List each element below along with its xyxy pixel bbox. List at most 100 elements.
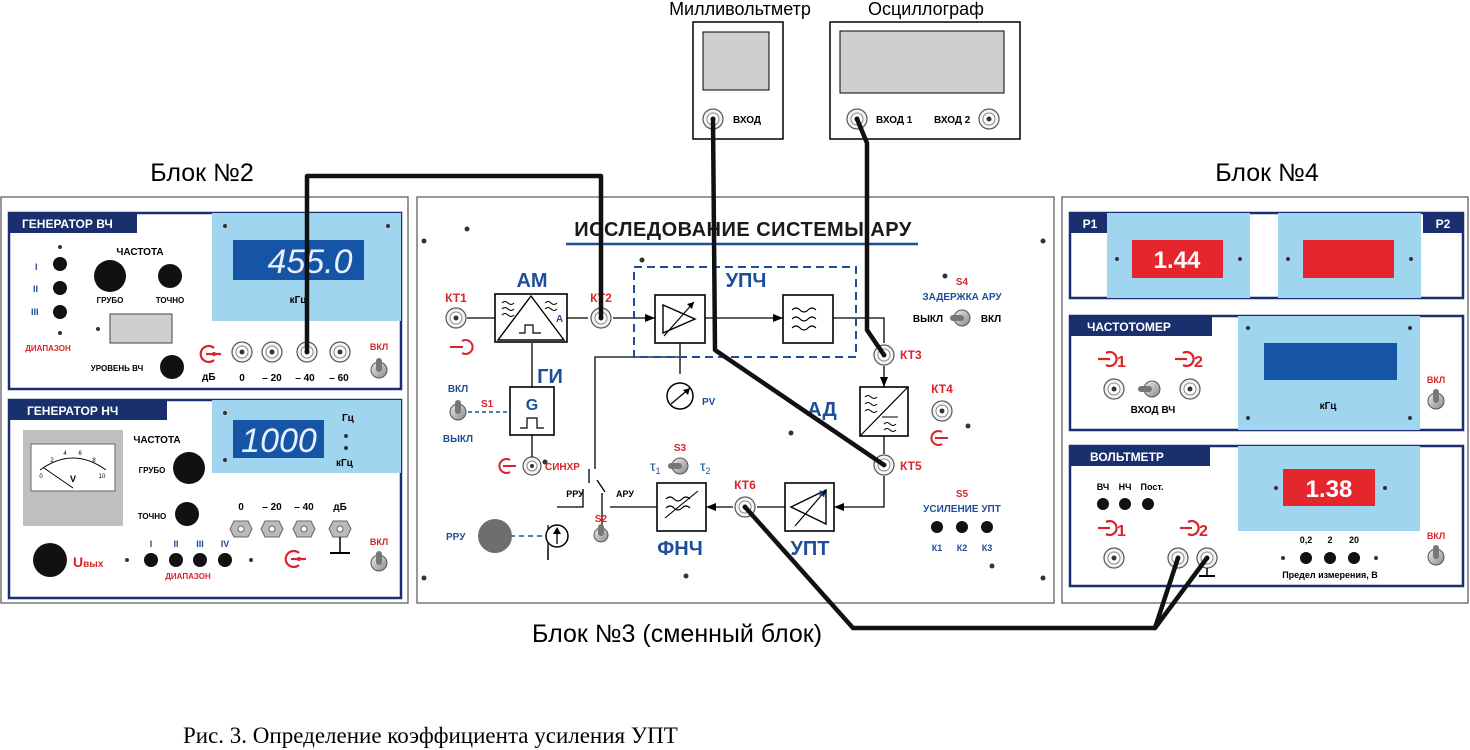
hf-range-button-2[interactable] <box>53 281 67 295</box>
hf-range-button-3[interactable] <box>53 305 67 319</box>
oscilloscope-screen <box>839 30 1005 94</box>
freq-power-toggle[interactable] <box>1427 389 1445 410</box>
p2-label: P2 <box>1436 217 1451 231</box>
hf-fine-knob[interactable] <box>158 264 182 288</box>
kt1-input-icon <box>450 339 474 355</box>
volt-limit-20-button[interactable] <box>1348 552 1360 564</box>
lf-attenuator-40-jack[interactable] <box>292 520 316 538</box>
gi-g-label: G <box>526 397 538 414</box>
volt-limit-20-label: 20 <box>1349 535 1359 545</box>
kt4-jack[interactable] <box>931 400 953 422</box>
oscilloscope-input2-jack[interactable] <box>978 108 1000 130</box>
lf-atten-label-40: – 40 <box>294 502 314 513</box>
millivoltmeter-input-label: ВХОД <box>733 115 761 126</box>
kt5-label: КТ5 <box>900 459 922 473</box>
hf-power-label: ВКЛ <box>370 342 388 352</box>
s5-k2-label: К2 <box>957 543 968 553</box>
hf-atten-label-40: – 40 <box>295 373 315 384</box>
fnch-label: ФНЧ <box>657 538 703 560</box>
lf-output-knob[interactable] <box>33 543 67 577</box>
millivoltmeter-screen <box>702 31 770 91</box>
lf-header <box>9 400 167 420</box>
lf-range-button-1[interactable] <box>144 553 158 567</box>
hf-range-button-1[interactable] <box>53 257 67 271</box>
hf-level-knob[interactable] <box>160 355 184 379</box>
meter-scale-2: 2 <box>50 458 54 464</box>
upch-label: УПЧ <box>726 270 767 292</box>
lf-power-label: ВКЛ <box>370 537 388 547</box>
volt-mode-lf-button[interactable] <box>1119 498 1131 510</box>
lf-fine-knob[interactable] <box>175 502 199 526</box>
lf-attenuator-0-jack[interactable] <box>229 520 253 538</box>
cable-mv-to-kt5 <box>710 116 887 468</box>
volt-mode-hf-button[interactable] <box>1097 498 1109 510</box>
lf-power-toggle[interactable] <box>370 551 388 572</box>
lf-attenuator-db-jack[interactable] <box>328 520 352 538</box>
s5-k1-button[interactable] <box>931 521 943 533</box>
lf-range-button-3[interactable] <box>193 553 207 567</box>
volt-mode-dc-button[interactable] <box>1142 498 1154 510</box>
s5-k2-button[interactable] <box>956 521 968 533</box>
lf-range-button-2[interactable] <box>169 553 183 567</box>
hf-coarse-knob[interactable] <box>94 260 126 292</box>
upt-block: К УПТ <box>784 482 835 560</box>
lf-coarse-knob[interactable] <box>173 452 205 484</box>
s1-off-label: ВЫКЛ <box>443 434 473 445</box>
rru-knob[interactable] <box>478 519 512 553</box>
block3-title: Блок №3 (сменный блок) <box>532 620 822 648</box>
volt-mode-dc-label: Пост. <box>1141 482 1164 492</box>
freq-input2-jack[interactable] <box>1179 378 1201 400</box>
hf-atten-label-0: 0 <box>239 373 245 384</box>
volt-lcd-value: 1.38 <box>1306 476 1353 503</box>
cable-osc-to-kt3 <box>854 116 887 358</box>
hf-attenuator-20-jack[interactable] <box>261 341 283 363</box>
hf-header-label: ГЕНЕРАТОР ВЧ <box>22 217 113 231</box>
lf-coarse-label: ГРУБО <box>139 466 166 475</box>
s3-toggle[interactable] <box>668 457 689 475</box>
hf-fine-label: ТОЧНО <box>156 296 185 305</box>
figure-caption: Рис. 3. Определение коэффициента усилени… <box>183 723 678 748</box>
hf-power-toggle[interactable] <box>370 358 388 379</box>
rru-source-icon <box>545 524 569 560</box>
sync-jack[interactable] <box>522 456 542 476</box>
freq-input1-jack[interactable] <box>1103 378 1125 400</box>
p1-lcd-value: 1.44 <box>1154 247 1201 274</box>
kt1-jack[interactable] <box>445 307 467 329</box>
freq-input-toggle[interactable] <box>1138 380 1161 398</box>
gi-label: ГИ <box>537 366 563 388</box>
lf-range-button-4[interactable] <box>218 553 232 567</box>
hf-attenuator-60-jack[interactable] <box>329 341 351 363</box>
p-meters: P1 P2 1.44 <box>1068 211 1465 300</box>
meter-scale-6: 6 <box>78 451 82 457</box>
block2: ГЕНЕРАТОР ВЧ 455.0 кГц I II III ДИАПАЗОН… <box>0 196 409 604</box>
s2-rru-label: РРУ <box>566 489 584 499</box>
volt-limit-2-button[interactable] <box>1324 552 1336 564</box>
hf-unit: кГц <box>290 295 308 306</box>
s4-on-label: ВКЛ <box>981 314 1001 325</box>
volt-power-toggle[interactable] <box>1427 545 1445 566</box>
s2-toggle[interactable] <box>593 524 609 543</box>
lf-fine-label: ТОЧНО <box>138 512 167 521</box>
volt-input1-jack[interactable] <box>1103 547 1125 569</box>
millivoltmeter-title: Милливольтметр <box>669 0 811 19</box>
frequency-counter: ЧАСТОТОМЕР кГц 1 2 ВХОД ВЧ <box>1068 314 1465 432</box>
freq-power-label: ВКЛ <box>1427 375 1445 385</box>
oscilloscope-title: Осциллограф <box>868 0 984 19</box>
s5-desc: УСИЛЕНИЕ УПТ <box>923 504 1001 515</box>
lf-generator: ГЕНЕРАТОР НЧ 1000 Гц кГц 0 2 4 6 8 10 V <box>7 398 403 600</box>
sync-output-icon <box>498 458 516 474</box>
hf-attenuator-0-jack[interactable] <box>231 341 253 363</box>
s4-toggle[interactable] <box>950 309 971 327</box>
s5-k3-label: К3 <box>982 543 993 553</box>
lf-range-label: ДИАПАЗОН <box>165 572 211 581</box>
volt-limit-02-button[interactable] <box>1300 552 1312 564</box>
hf-lcd-value: 455.0 <box>267 243 352 281</box>
block2-title: Блок №2 <box>150 159 254 187</box>
gi-block: ГИ G <box>509 366 563 436</box>
lf-attenuator-20-jack[interactable] <box>260 520 284 538</box>
kt3-label: КТ3 <box>900 348 922 362</box>
s5-k3-button[interactable] <box>981 521 993 533</box>
s1-toggle[interactable] <box>449 400 467 421</box>
block3: ИССЛЕДОВАНИЕ СИСТЕМЫ АРУ <box>416 196 1055 604</box>
freq-in1-num: 1 <box>1117 354 1126 371</box>
